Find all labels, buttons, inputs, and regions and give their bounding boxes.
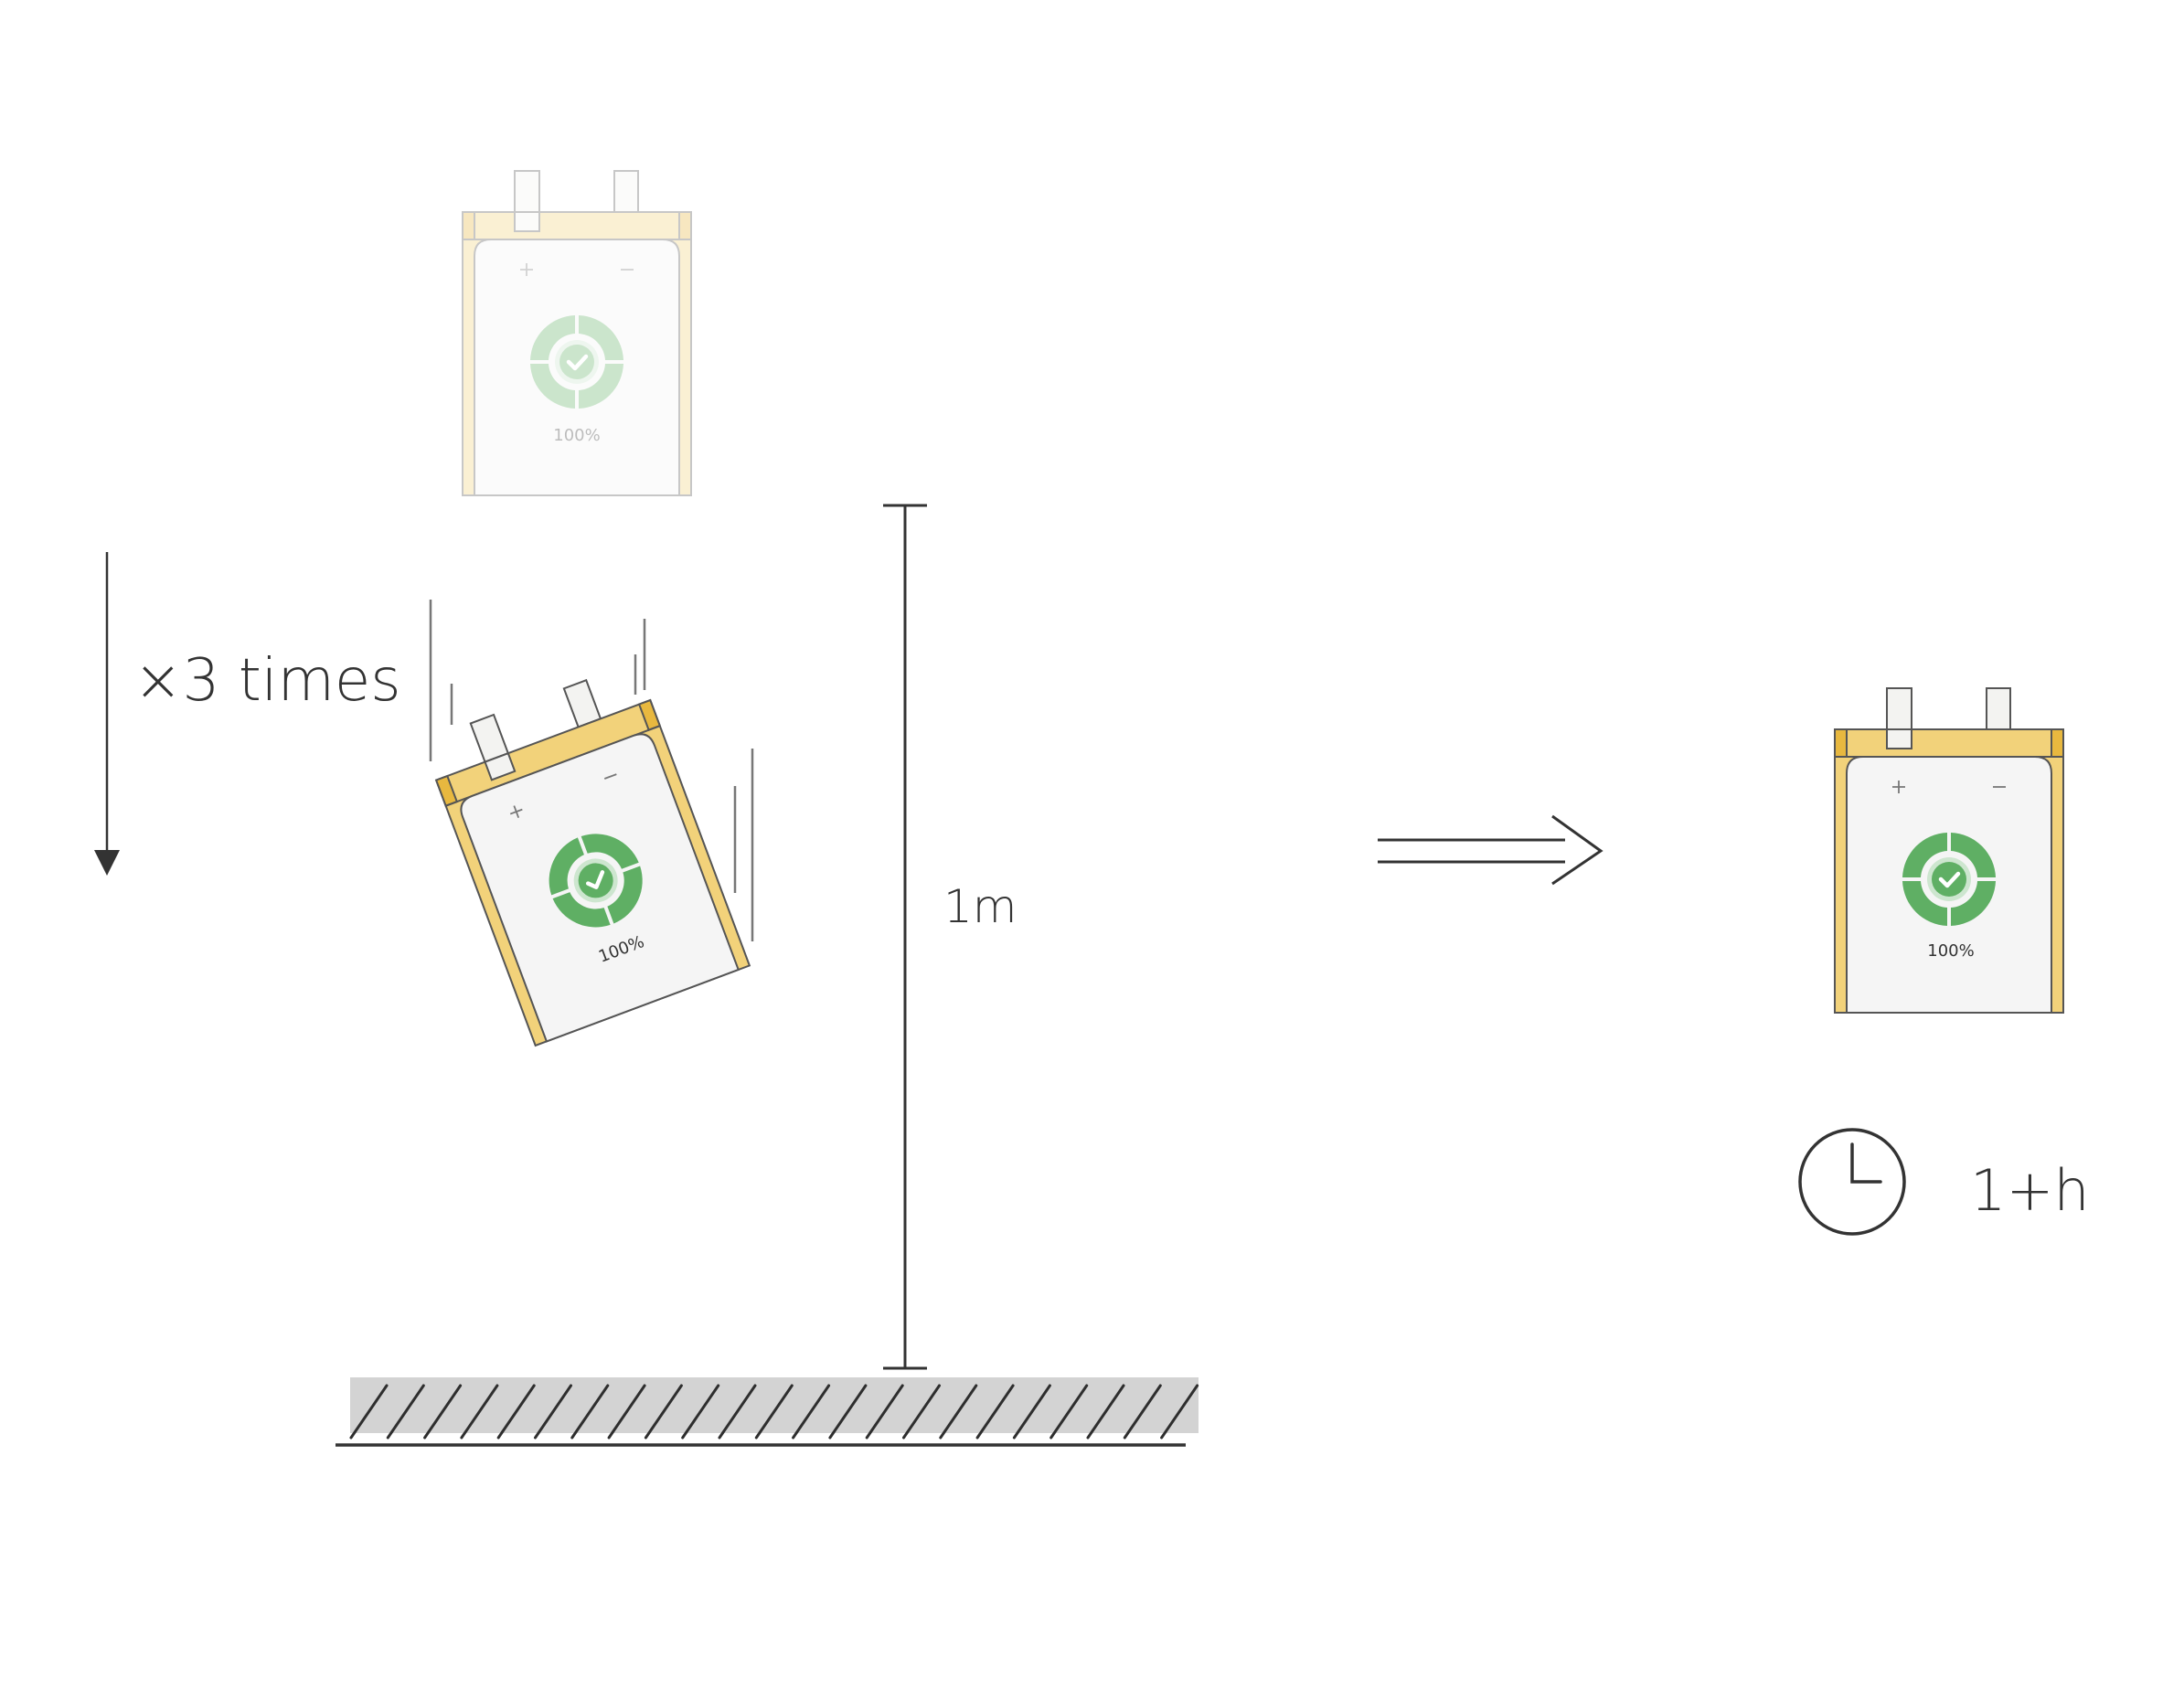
hatch-line <box>607 1384 646 1440</box>
hatch-line <box>570 1384 610 1440</box>
battery-falling: 100% <box>421 662 749 1046</box>
hatch-line <box>1086 1384 1125 1440</box>
hatch-line <box>386 1384 425 1440</box>
height-label: 1m <box>943 880 1017 933</box>
wait-time-label: 1+h <box>1970 1157 2090 1224</box>
hatch-line <box>1123 1384 1162 1440</box>
arrow-down-icon <box>94 552 120 876</box>
hatch-line <box>902 1384 941 1440</box>
hatch-line <box>1012 1384 1051 1440</box>
motion-lines <box>429 600 754 941</box>
battery-icon <box>463 171 691 495</box>
battery-start-charge: 100% <box>553 426 600 445</box>
double-arrow-right-icon <box>1378 814 1603 886</box>
hatch-line <box>423 1384 463 1440</box>
hatch-line <box>496 1384 536 1440</box>
hatch-line <box>644 1384 683 1440</box>
hatched-floor-icon <box>336 1377 1199 1447</box>
battery-result: 100% <box>1835 688 2063 1013</box>
height-dimension <box>883 504 927 1370</box>
hatch-line <box>534 1384 572 1440</box>
battery-icon <box>421 662 749 1046</box>
hatch-line <box>718 1384 757 1440</box>
hatch-line <box>460 1384 499 1440</box>
hatch-line <box>828 1384 868 1440</box>
hatch-line <box>939 1384 978 1440</box>
hatch-line <box>1160 1384 1199 1440</box>
battery-result-charge: 100% <box>1927 941 1974 961</box>
repeat-count-label: ×3 times <box>133 647 401 715</box>
hatch-line <box>1049 1384 1089 1440</box>
hatch-line <box>349 1384 389 1440</box>
battery-icon <box>1835 688 2063 1013</box>
hatch-line <box>792 1384 831 1440</box>
hatch-line <box>975 1384 1015 1440</box>
hatch-line <box>754 1384 794 1440</box>
hatch-line <box>681 1384 720 1440</box>
battery-start: 100% <box>463 171 691 495</box>
clock-icon <box>1798 1128 1906 1236</box>
hatch-line <box>865 1384 904 1440</box>
